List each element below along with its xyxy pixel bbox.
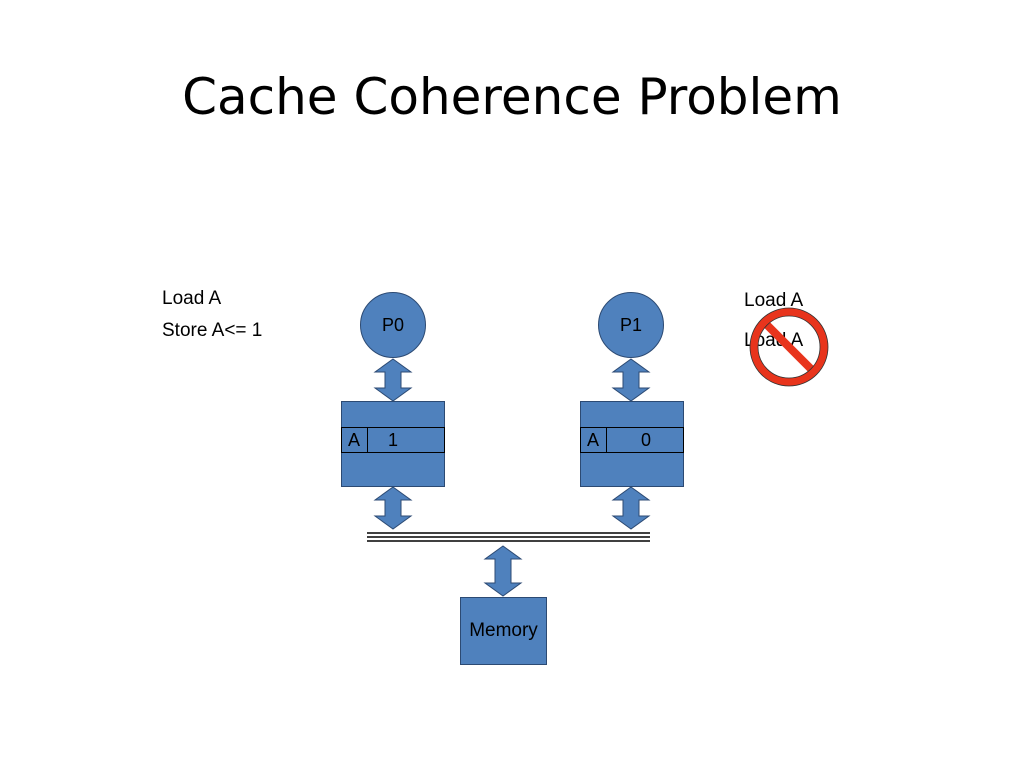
- cache-p0: A 1: [341, 401, 445, 487]
- cache-p1-tag: A: [581, 428, 607, 452]
- shared-bus: [367, 532, 650, 542]
- processor-p0: P0: [360, 292, 426, 358]
- p1-cache-bus-arrow: [612, 486, 650, 530]
- p0-op-load: Load A: [162, 288, 222, 309]
- slide-title: Cache Coherence Problem: [182, 68, 842, 126]
- cache-p1-line: A 0: [580, 427, 684, 453]
- p0-op-store: Store A<= 1: [162, 320, 263, 341]
- cache-p0-value: 1: [388, 430, 399, 450]
- memory-bus-arrow: [483, 545, 523, 597]
- p1-cpu-cache-arrow: [612, 358, 650, 402]
- cache-p1-value: 0: [641, 430, 652, 450]
- p0-cache-bus-arrow: [374, 486, 412, 530]
- prohibited-sign-icon: [749, 307, 829, 387]
- cache-p1: A 0: [580, 401, 684, 487]
- p1-op-load-1: Load A: [744, 290, 804, 311]
- cache-p0-line: A 1: [341, 427, 445, 453]
- cache-p0-tag: A: [342, 428, 368, 452]
- p0-cpu-cache-arrow: [374, 358, 412, 402]
- main-memory: Memory: [460, 597, 547, 665]
- p0-operations: Load A Store A<= 1: [162, 288, 262, 342]
- processor-p1: P1: [598, 292, 664, 358]
